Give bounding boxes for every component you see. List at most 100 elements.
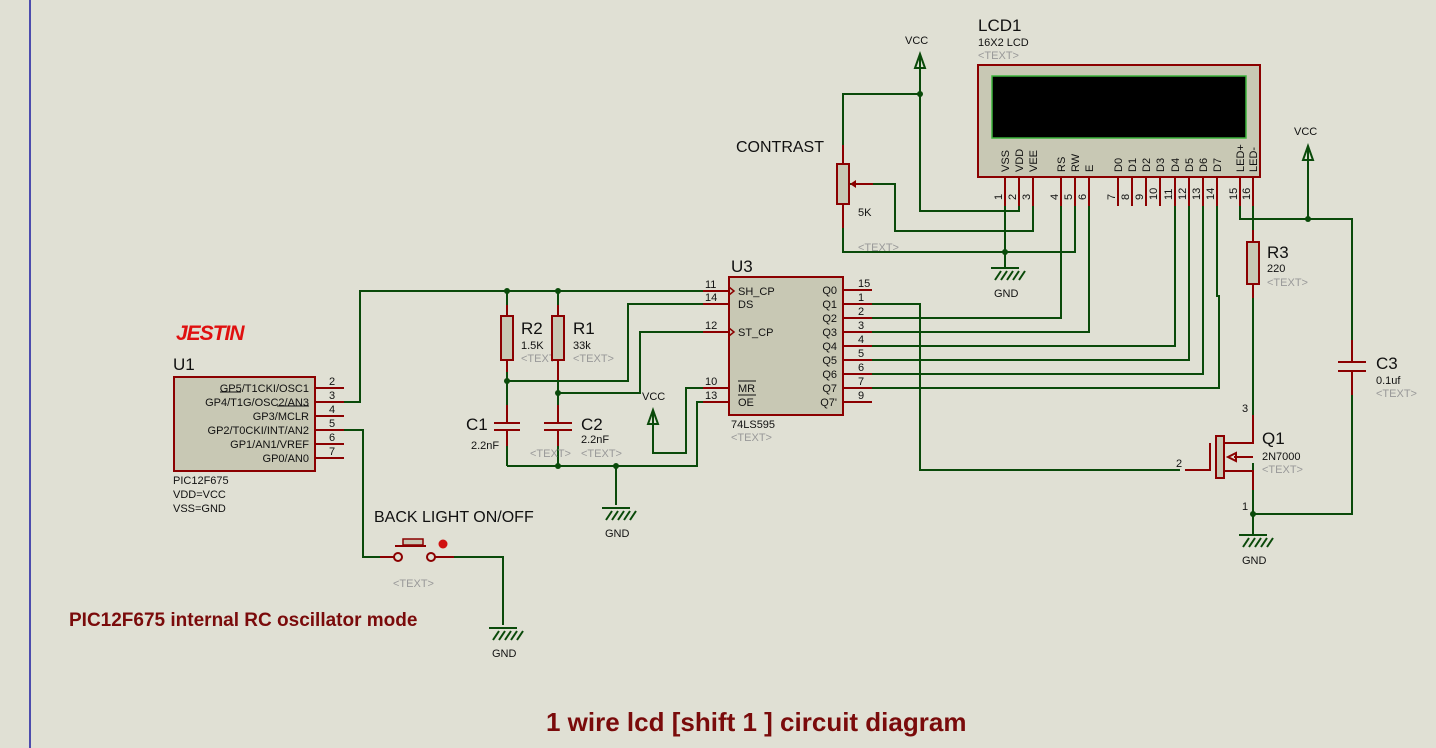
jestin-logo: JESTIN — [176, 322, 245, 345]
lcd-pin-number: 4 — [1049, 194, 1061, 200]
gnd-power-symbol[interactable]: GND — [1239, 534, 1274, 567]
vcc-arrow-icon — [1301, 143, 1315, 161]
c2-capacitor[interactable]: C2 2.2nF <TEXT> <TEXT> — [530, 405, 622, 460]
u1-vss: VSS=GND — [173, 503, 226, 515]
lcd-pin-label: RS — [1056, 157, 1068, 172]
vcc-label: VCC — [642, 391, 665, 403]
lcd-pin-label: D7 — [1212, 158, 1224, 172]
lcd-pin-number: 2 — [1007, 194, 1019, 200]
u3-left-pin-number: 14 — [705, 292, 717, 304]
vcc-power-symbol[interactable]: VCC — [642, 391, 665, 426]
lcd-pin-number: 16 — [1241, 188, 1253, 200]
q1-part: 2N7000 — [1262, 451, 1301, 463]
u3-right-pin-label: Q7' — [820, 397, 837, 409]
u1-pin-number: 6 — [329, 432, 335, 444]
ground-hatch-icon — [1254, 537, 1262, 548]
diagram-title: 1 wire lcd [shift 1 ] circuit diagram — [546, 707, 966, 737]
r3-resistor[interactable]: R3 220 <TEXT> — [1246, 230, 1308, 298]
oscillator-mode-note: PIC12F675 internal RC oscillator mode — [69, 610, 417, 631]
q1-mosfet[interactable]: 2 3 1 Q1 2N7000 <TEXT> — [1176, 403, 1303, 513]
vcc-power-symbol[interactable]: VCC — [1294, 126, 1317, 162]
contrast-value: 5K — [858, 207, 872, 219]
u1-pin-label: GP5/T1CKI/OSC1 — [220, 383, 309, 395]
u1-pin-label: GP4/T1G/OSC2/AN3 — [205, 397, 309, 409]
r2-value: 1.5K — [521, 340, 544, 352]
vcc-arrow-icon — [646, 407, 660, 425]
q1-text: <TEXT> — [1262, 464, 1303, 476]
u1-pin-label: GP3/MCLR — [253, 411, 309, 423]
u3-right-pin-label: Q4 — [822, 341, 837, 353]
lcd-pin-number: 7 — [1106, 194, 1118, 200]
vcc-power-symbol[interactable]: VCC — [905, 35, 928, 70]
lcd-pin-label: D2 — [1141, 158, 1153, 172]
c1-value: 2.2nF — [471, 440, 499, 452]
u3-part: 74LS595 — [731, 419, 775, 431]
c2-text: <TEXT> — [581, 448, 622, 460]
lcd1-screen — [991, 75, 1247, 139]
lcd-pin-number: 12 — [1177, 188, 1189, 200]
q1-pin-drain: 3 — [1242, 403, 1248, 415]
c1-text: <TEXT> — [530, 448, 571, 460]
r1-resistor[interactable]: R1 33k <TEXT> — [551, 305, 614, 380]
lcd-pin-label: VSS — [1000, 150, 1012, 172]
switch-actuator-icon[interactable] — [438, 539, 448, 549]
u3-right-pin-label: Q3 — [822, 327, 837, 339]
ground-hatch-icon — [504, 630, 512, 641]
u3-left-pin-number: 10 — [705, 376, 717, 388]
vcc-label: VCC — [1294, 126, 1317, 138]
u3-text: <TEXT> — [731, 432, 772, 444]
r2-ref: R2 — [521, 319, 543, 338]
u3-right-pin-label: Q5 — [822, 355, 837, 367]
c1-ref: C1 — [466, 415, 488, 434]
lcd-pin-label: D4 — [1170, 158, 1182, 172]
u3-right-pin-label: Q1 — [822, 299, 837, 311]
gnd-label: GND — [492, 648, 517, 660]
gnd-power-symbol[interactable]: GND — [602, 507, 637, 540]
vcc-arrow-icon — [913, 51, 927, 69]
c1-capacitor[interactable]: C1 2.2nF — [466, 405, 520, 452]
ground-hatch-icon — [1260, 537, 1268, 548]
lcd-pin-label: D3 — [1155, 158, 1167, 172]
u1-pin-label: GP2/T0CKI/INT/AN2 — [208, 425, 309, 437]
u3-right-pin-number: 7 — [858, 376, 864, 388]
gnd-power-symbol[interactable]: GND — [991, 267, 1026, 300]
u3-right-pin-label: Q6 — [822, 369, 837, 381]
u3-left-pin-number: 11 — [705, 279, 716, 291]
u3-left-pin-label: OE — [738, 397, 754, 409]
switch-label: BACK LIGHT ON/OFF — [374, 509, 534, 526]
ground-hatch-icon — [1018, 270, 1026, 281]
vcc-label: VCC — [905, 35, 928, 47]
switch-text: <TEXT> — [393, 578, 434, 590]
lcd-pin-number: 6 — [1077, 194, 1089, 200]
ground-hatch-icon — [492, 630, 500, 641]
u3-right-pin-number: 2 — [858, 306, 864, 318]
u3-left-pin-number: 13 — [705, 390, 717, 402]
u3-74ls595[interactable]: U3 11SH_CP14DS12ST_CP10MR13OE15Q01Q12Q23… — [703, 257, 872, 444]
u3-right-pin-number: 3 — [858, 320, 864, 332]
backlight-switch[interactable]: BACK LIGHT ON/OFF <TEXT> — [374, 509, 534, 590]
lcd-pin-label: RW — [1070, 153, 1082, 172]
u1-ref: U1 — [173, 355, 195, 374]
clock-input-icon — [728, 286, 736, 296]
lcd-pin-number: 1 — [993, 194, 1005, 200]
r1-text: <TEXT> — [573, 353, 614, 365]
contrast-text: <TEXT> — [858, 242, 899, 254]
r3-text: <TEXT> — [1267, 277, 1308, 289]
gnd-power-symbol[interactable]: GND — [489, 627, 524, 660]
u3-ref: U3 — [731, 257, 753, 276]
gnd-label: GND — [1242, 555, 1267, 567]
lcd-pin-label: VDD — [1014, 149, 1026, 172]
u1-pin-number: 5 — [329, 418, 335, 430]
contrast-potentiometer[interactable]: CONTRAST 5K <TEXT> — [736, 139, 899, 254]
lcd1-text: <TEXT> — [978, 50, 1019, 62]
lcd-pin-label: D0 — [1113, 158, 1125, 172]
u1-pic12f675[interactable]: U1 GP5/T1CKI/OSC12GP4/T1G/OSC2/AN33GP3/M… — [173, 355, 344, 515]
u3-left-pin-label: SH_CP — [738, 286, 775, 298]
contrast-ref: CONTRAST — [736, 139, 824, 156]
lcd1-display[interactable]: LCD1 16X2 LCD <TEXT> VSS1VDD2VEE3RS4RW5E… — [977, 16, 1261, 206]
r1-value: 33k — [573, 340, 591, 352]
lcd-pin-number: 3 — [1021, 194, 1033, 200]
c3-capacitor[interactable]: C3 0.1uf <TEXT> — [1338, 340, 1417, 400]
ground-hatch-icon — [629, 510, 637, 521]
ground-hatch-icon — [1248, 537, 1256, 548]
